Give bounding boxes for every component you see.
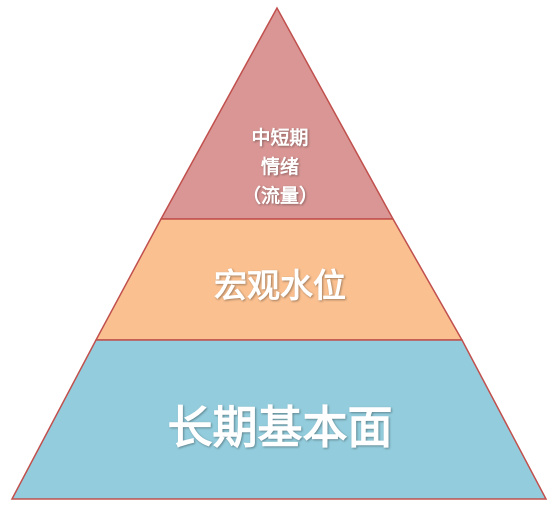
top-tier-label-line-1: 中短期 <box>251 127 309 149</box>
top-tier-label-line-3: （流量） <box>241 185 318 207</box>
top-tier-label-line-2: 情绪 <box>260 156 299 178</box>
bottom-tier-label: 长期基本面 <box>167 401 393 454</box>
pyramid-tier-bottom <box>10 339 548 500</box>
middle-tier-label: 宏观水位 <box>214 266 346 305</box>
